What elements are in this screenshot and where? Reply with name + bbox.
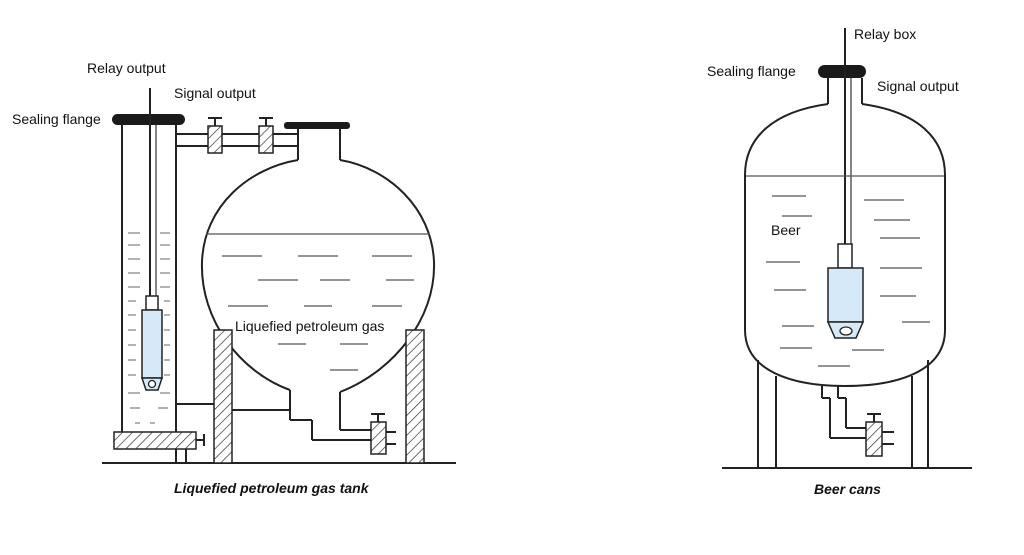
lpg-level-probe <box>140 295 164 391</box>
beer-sealing-flange <box>818 65 866 78</box>
lpg-relay-output-label: Relay output <box>87 60 166 76</box>
lpg-bottom-outlet <box>289 410 396 455</box>
lpg-top-valve-1 <box>207 125 223 154</box>
lpg-sealing-flange-label: Sealing flange <box>12 111 101 127</box>
lpg-spherical-tank <box>176 122 436 430</box>
lpg-measuring-column <box>121 120 177 432</box>
beer-sealing-flange-label: Sealing flange <box>707 63 796 79</box>
lpg-column-liquid <box>128 232 170 424</box>
beer-signal-output-label: Signal output <box>877 78 959 94</box>
lpg-support-legs <box>213 329 425 464</box>
beer-relay-box-label: Relay box <box>854 26 916 42</box>
beer-tank-body <box>744 103 946 388</box>
beer-bottom-outlet <box>821 386 894 457</box>
beer-tank-diagram: Relay box Sealing flange Signal output B… <box>707 26 972 497</box>
beer-level-probe <box>826 243 865 339</box>
lpg-tank-diagram: Relay output Signal output Sealing flang… <box>12 60 456 496</box>
beer-caption: Beer cans <box>814 481 881 497</box>
lpg-top-pipe <box>176 117 298 154</box>
beer-liquid-dashes <box>766 195 930 367</box>
beer-liquid-label: Beer <box>771 222 801 238</box>
lpg-bottom-valve <box>370 421 387 455</box>
lpg-column-base-block <box>113 431 205 463</box>
beer-support-legs <box>757 360 929 468</box>
lpg-top-flange <box>284 122 350 129</box>
lpg-top-valve-2 <box>258 125 274 154</box>
beer-bottom-valve <box>865 421 883 457</box>
lpg-liquid-label: Liquefied petroleum gas <box>235 318 384 334</box>
lpg-sealing-flange <box>112 114 185 125</box>
lpg-signal-output-label: Signal output <box>174 85 256 101</box>
lpg-caption: Liquefied petroleum gas tank <box>174 480 370 496</box>
